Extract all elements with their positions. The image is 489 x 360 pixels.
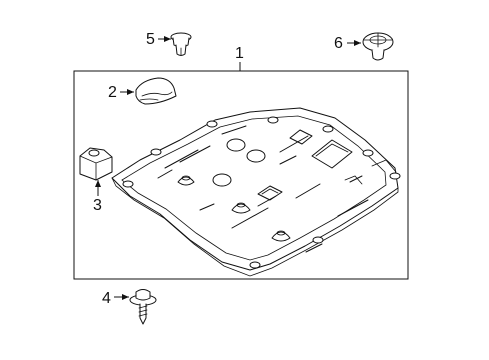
bracket-clip (79, 147, 113, 181)
flange-screw (129, 289, 157, 325)
callout-2: 2 (108, 84, 134, 101)
callout-1: 1 (235, 45, 244, 71)
callout-1-label: 1 (235, 45, 244, 62)
push-pin-clip (170, 32, 192, 56)
grommet-clip (362, 32, 394, 61)
assembly-frame (73, 70, 409, 280)
callout-4: 4 (102, 290, 129, 307)
callout-4-label: 4 (102, 290, 111, 307)
callout-6-label: 6 (334, 35, 343, 52)
callout-6: 6 (334, 35, 361, 52)
callout-3: 3 (93, 180, 102, 214)
callout-5-label: 5 (146, 31, 155, 48)
callout-2-label: 2 (108, 84, 117, 101)
callout-5: 5 (146, 31, 171, 48)
insulator-pad (135, 77, 177, 105)
callout-3-label: 3 (93, 197, 102, 214)
splash-shield (111, 107, 401, 277)
